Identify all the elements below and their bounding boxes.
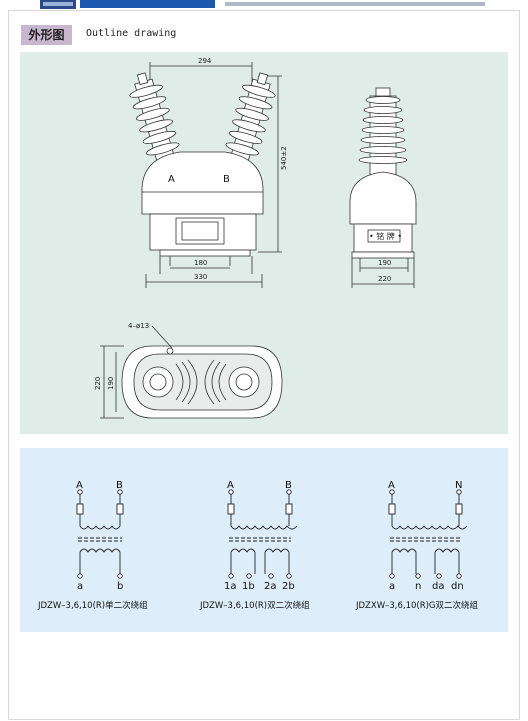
- d3-primary-a: A: [388, 480, 395, 491]
- d3-caption: JDZXW–3,6,10(R)G双二次绕组: [355, 600, 479, 611]
- dim-base-outer: 330: [194, 273, 207, 281]
- diagram-single-secondary: [76, 489, 124, 579]
- d3-secondary-n: n: [415, 581, 421, 592]
- top-bar: [0, 0, 528, 10]
- top-strip: [225, 2, 485, 6]
- outline-drawing: 294 540±2 180 330 A B • 铭 牌 • 190 220 4–…: [94, 57, 417, 419]
- top-title-bar: [80, 0, 215, 8]
- d2-secondary-2a: 2a: [264, 581, 277, 592]
- bottom-dim-inner: 190: [107, 377, 115, 390]
- d2-primary-b: B: [285, 480, 292, 491]
- bottom-dim-outer: 220: [94, 377, 102, 390]
- front-body: [141, 151, 264, 215]
- outline-drawing-panel: 294 540±2 180 330 A B • 铭 牌 • 190 220 4–…: [20, 52, 508, 434]
- d2-primary-a: A: [227, 480, 234, 491]
- d2-secondary-1b: 1b: [242, 581, 255, 592]
- d2-caption: JDZW–3,6,10(R)双二次绕组: [199, 600, 310, 611]
- nameplate-label: • 铭 牌 •: [369, 231, 402, 241]
- front-terminal-b: B: [223, 174, 230, 185]
- side-dim-outer: 220: [378, 275, 391, 283]
- d3-primary-n: N: [455, 480, 462, 491]
- d3-secondary-a: a: [389, 581, 395, 592]
- diagram-double-secondary: [227, 489, 298, 579]
- diagram-residual-double-secondary: [388, 489, 468, 579]
- section-tag: 外形图: [21, 25, 72, 45]
- d1-secondary-b: b: [117, 581, 123, 592]
- section-title: Outline drawing: [86, 28, 177, 39]
- side-view: [349, 87, 417, 288]
- d2-secondary-2b: 2b: [282, 581, 295, 592]
- dim-base-inner: 180: [194, 259, 207, 267]
- bottom-view: [100, 325, 283, 419]
- d3-secondary-dn: dn: [451, 581, 464, 592]
- dim-height: 540±2: [280, 146, 288, 170]
- d3-secondary-da: da: [432, 581, 444, 592]
- d2-secondary-1a: 1a: [224, 581, 237, 592]
- bottom-holes: 4–ø13: [128, 322, 149, 330]
- wiring-diagrams: A B a b JDZW–3,6,10(R)单二次绕组 A B 1a 1b 2a…: [37, 480, 479, 611]
- wiring-diagram-panel: A B a b JDZW–3,6,10(R)单二次绕组 A B 1a 1b 2a…: [20, 448, 508, 632]
- company-logo: [40, 0, 76, 9]
- front-terminal-a: A: [168, 174, 175, 185]
- dim-top: 294: [198, 57, 212, 65]
- right-insulator: [225, 72, 276, 162]
- d1-primary-b: B: [116, 480, 123, 491]
- d1-primary-a: A: [76, 480, 83, 491]
- side-dim-inner: 190: [378, 259, 391, 267]
- left-insulator: [129, 72, 180, 162]
- d1-secondary-a: a: [77, 581, 83, 592]
- d1-caption: JDZW–3,6,10(R)单二次绕组: [37, 600, 148, 611]
